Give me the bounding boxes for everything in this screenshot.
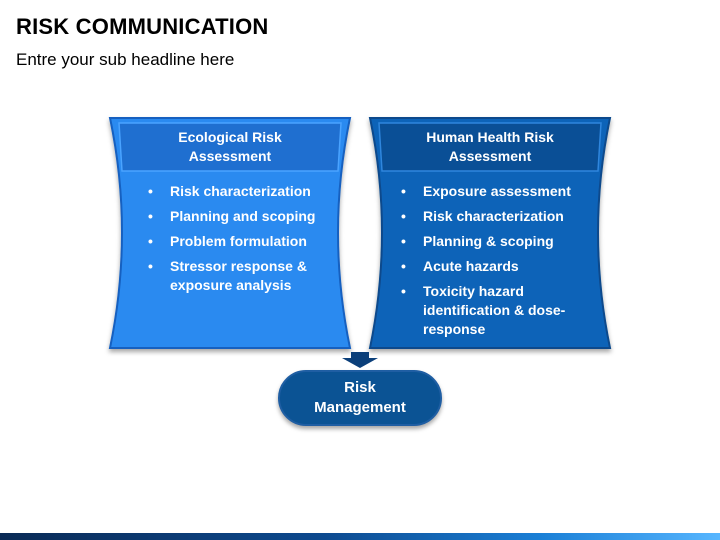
risk-management-node: Risk Management: [278, 370, 442, 426]
page-subtitle: Entre your sub headline here: [16, 50, 235, 69]
ecological-card-header-shape: [118, 122, 342, 172]
list-item: Stressor response & exposure analysis: [146, 257, 328, 295]
ecological-card-list: Risk characterization Planning and scopi…: [146, 182, 328, 301]
ecological-card-heading: Ecological Risk Assessment: [178, 129, 282, 164]
list-item: Planning and scoping: [146, 207, 328, 226]
list-item: Acute hazards: [399, 257, 581, 276]
list-item: Problem formulation: [146, 232, 328, 251]
list-item: Risk characterization: [399, 207, 581, 226]
human-health-card-heading: Human Health Risk Assessment: [426, 129, 554, 164]
list-item: Planning & scoping: [399, 232, 581, 251]
down-arrow-icon: [342, 352, 378, 368]
human-health-card-list: Exposure assessment Risk characterizatio…: [399, 182, 581, 345]
list-item: Risk characterization: [146, 182, 328, 201]
human-health-card-header-shape: [378, 122, 602, 172]
list-item: Exposure assessment: [399, 182, 581, 201]
list-item: Toxicity hazard identification & dose-re…: [399, 282, 581, 339]
footer-bar: [0, 533, 720, 540]
page-title: RISK COMMUNICATION: [16, 14, 269, 39]
